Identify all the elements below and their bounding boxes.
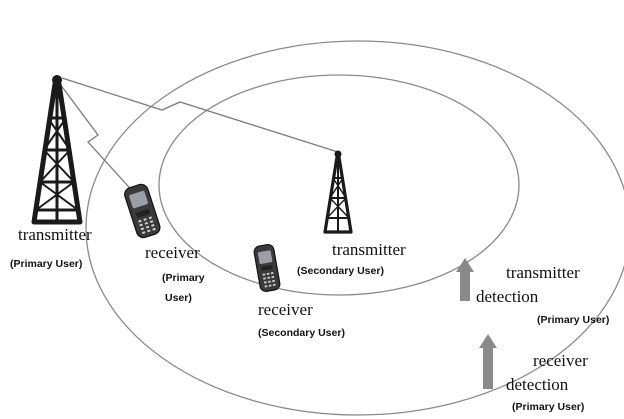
receiver-detection-role: (Primary User) bbox=[512, 401, 585, 413]
primary-tower-icon bbox=[31, 75, 83, 225]
primary-to-secondary-link bbox=[61, 77, 339, 153]
primary-coverage-ellipse bbox=[85, 40, 624, 416]
receiver-detection-label-line1: receiver bbox=[533, 351, 588, 370]
secondary-coverage-ellipse bbox=[158, 74, 520, 296]
receiver-detection-label-line2: detection bbox=[506, 375, 569, 394]
primary-transmitter-role: (Primary User) bbox=[10, 258, 83, 270]
secondary-transmitter-role: (Secondary User) bbox=[297, 265, 384, 277]
secondary-phone-icon bbox=[253, 244, 281, 292]
receiver-detection-arrow-icon bbox=[479, 334, 497, 389]
transmitter-detection-label-line2: detection bbox=[476, 287, 539, 306]
secondary-receiver-label: receiver bbox=[258, 300, 313, 319]
primary-receiver-label: receiver bbox=[145, 243, 200, 262]
primary-phone-icon bbox=[124, 183, 161, 239]
primary-transmitter-label: transmitter bbox=[18, 225, 92, 244]
transmitter-detection-arrow-icon bbox=[456, 258, 474, 301]
secondary-tower-icon bbox=[323, 150, 353, 234]
transmitter-detection-role: (Primary User) bbox=[537, 314, 610, 326]
secondary-receiver-role: (Secondary User) bbox=[258, 327, 345, 339]
primary-receiver-role-line2: User) bbox=[165, 292, 192, 304]
primary-receiver-role-line1: (Primary bbox=[162, 272, 205, 284]
primary-to-receiver-link bbox=[59, 83, 138, 197]
secondary-transmitter-label: transmitter bbox=[332, 240, 406, 259]
transmitter-detection-label-line1: transmitter bbox=[506, 263, 580, 282]
